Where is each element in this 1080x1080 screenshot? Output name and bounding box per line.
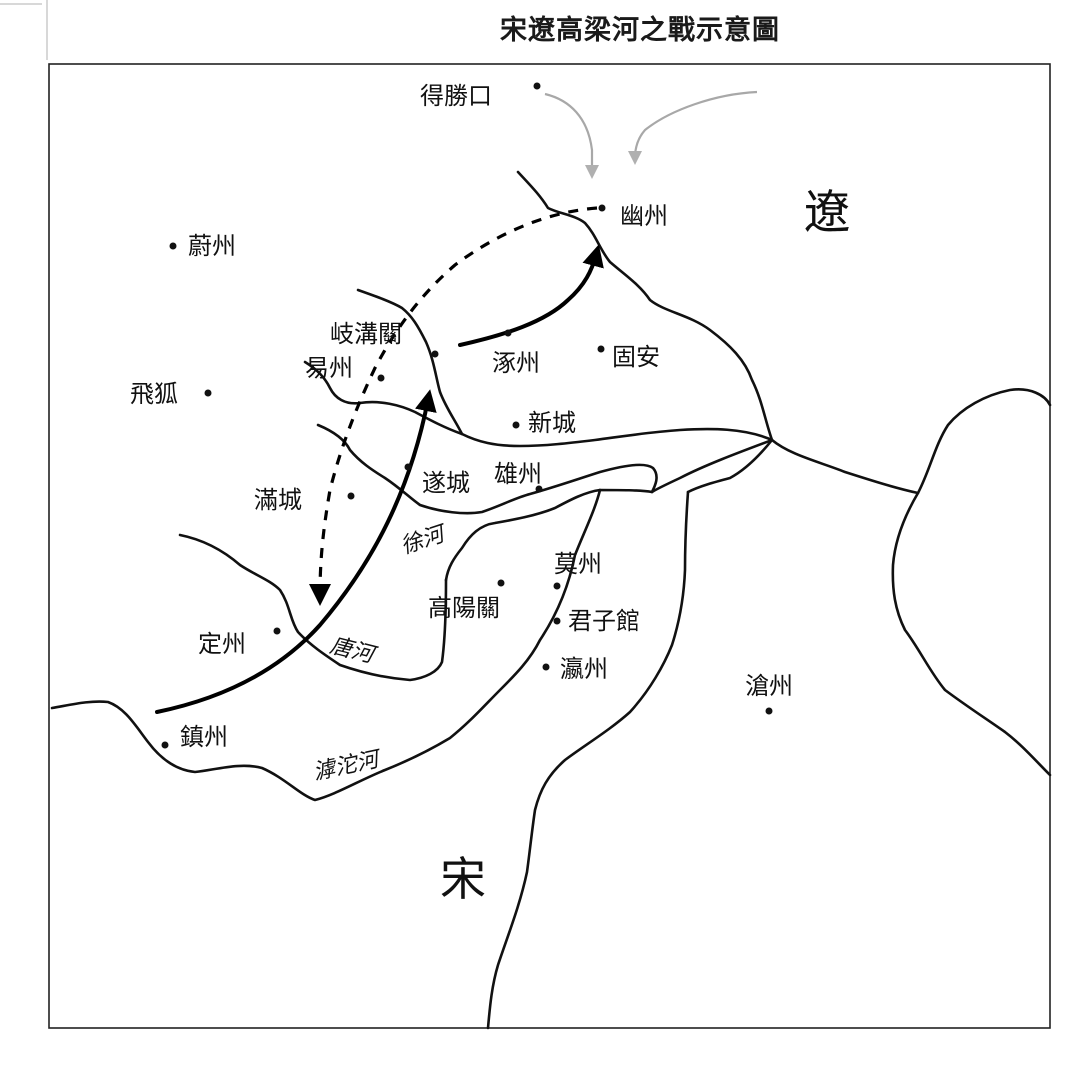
rivers [50,170,1052,1030]
label-junziguan: 君子館 [568,607,640,635]
label-cangzhou: 滄州 [745,672,793,700]
dot-dingzhou [273,627,281,635]
region-labels: 遼 宋 [440,185,850,906]
corner-mark [0,0,48,60]
song-retreat-dashed-arrow [309,206,598,606]
map-title: 宋遼高梁河之戰示意圖 [500,15,780,46]
label-youzhou: 幽州 [620,202,668,230]
dot-deshengkou [533,82,541,90]
river-right-lobe [891,388,1052,777]
region-label-liao: 遼 [804,185,850,239]
song-advance-arrow [155,389,437,714]
dot-yizhou [377,374,385,382]
dot-weizhou [169,242,177,250]
river-xuhe-link [650,438,774,494]
label-mozhou: 莫州 [554,550,602,578]
map-frame [48,63,1051,1029]
label-deshengkou: 得勝口 [420,82,492,110]
river-middle-branch [316,423,658,582]
river-hutuo [50,488,602,802]
river-yongding [516,170,920,495]
dot-yingzhou [542,663,550,671]
river-labels: 徐河 唐河 滹沱河 [311,521,451,786]
dot-youzhou [598,204,606,212]
river-label-xuhe: 徐河 [398,521,451,560]
dot-junziguan [553,617,561,625]
label-suicheng: 遂城 [422,469,470,497]
dot-gaoyangguan [497,579,505,587]
dot-xiongzhou [535,485,543,493]
label-zhuozhou: 涿州 [492,349,540,377]
liao-reinforcement-right-arrow [628,90,758,165]
label-xincheng: 新城 [528,409,576,437]
label-qigouguan: 岐溝關 [330,320,402,348]
label-guan: 固安 [612,343,660,371]
dot-cangzhou [765,707,773,715]
dot-guan [597,345,605,353]
place-dots [161,82,773,749]
label-zhenzhou: 鎮州 [180,723,228,751]
dot-feihu [204,389,212,397]
label-xiongzhou: 雄州 [494,460,542,488]
liao-reinforcement-left-arrow [544,92,599,179]
label-feihu: 飛狐 [130,380,178,408]
dot-zhuozhou [504,329,512,337]
dot-qigouguan [431,350,439,358]
song-attack-youzhou-arrow [458,244,604,347]
dot-suicheng [404,463,412,471]
river-tanghe [178,533,448,682]
region-label-song: 宋 [440,852,486,906]
label-gaoyangguan: 高陽關 [428,594,500,622]
dot-zhenzhou [161,741,169,749]
river-upper-branch [356,288,774,448]
dot-mozhou [553,582,561,590]
routes [155,90,758,714]
river-south-link [686,438,774,494]
label-dingzhou: 定州 [198,630,246,658]
label-mancheng: 滿城 [254,486,302,514]
place-labels: 得勝口 幽州 蔚州 岐溝關 易州 涿州 固安 飛狐 新城 滿城 遂城 雄州 莫州… [130,82,793,751]
label-weizhou: 蔚州 [188,232,236,260]
label-yizhou: 易州 [305,354,353,382]
dot-mancheng [347,492,355,500]
river-label-hutuohe: 滹沱河 [311,747,385,786]
dot-xincheng [512,421,520,429]
river-south [486,490,690,1030]
river-label-tanghe: 唐河 [327,633,380,669]
label-yingzhou: 瀛州 [560,655,608,683]
